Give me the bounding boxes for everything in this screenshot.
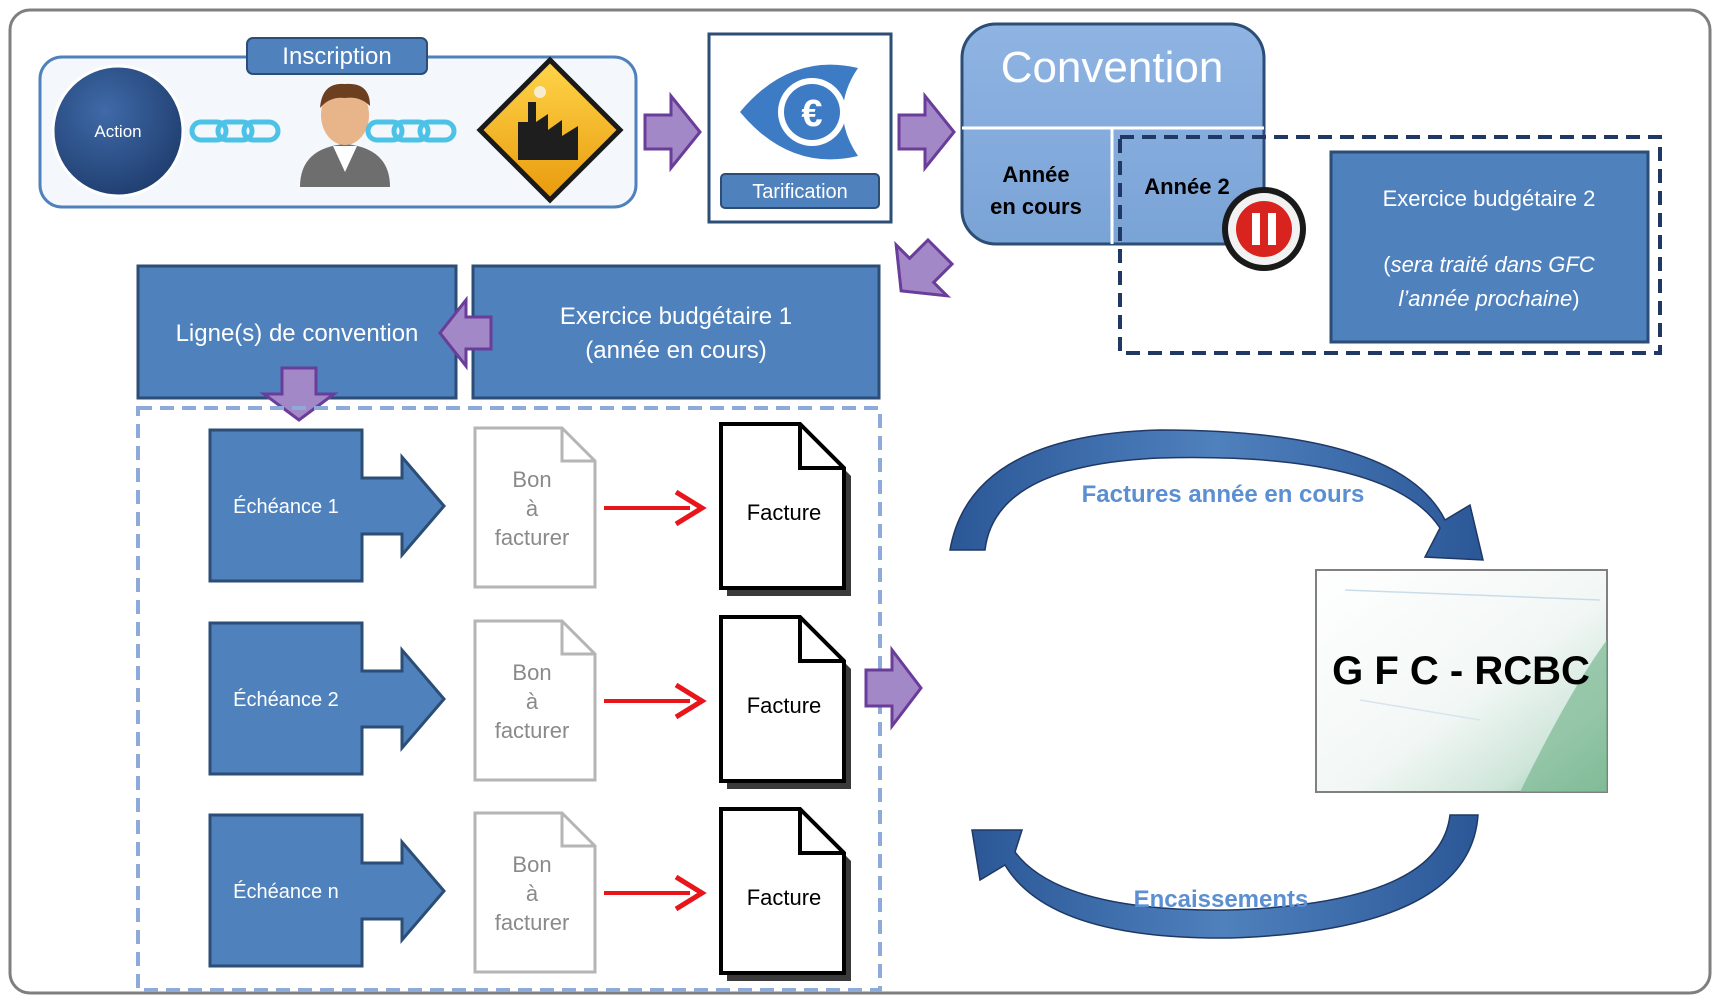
facture-document-icon xyxy=(719,615,846,783)
budget-year2-title: Exercice budgétaire 2 xyxy=(1383,186,1596,211)
flow-arrow-2 xyxy=(897,91,956,173)
bon-line3: facturer xyxy=(495,525,570,550)
echeances-dashed-group xyxy=(136,406,882,992)
budget-year2-note-line2: l’année prochaine) xyxy=(1398,286,1579,311)
bon-document-icon xyxy=(473,426,597,589)
current-year-line1: Année xyxy=(1002,162,1069,187)
inscription-label: Inscription xyxy=(282,43,391,70)
echeance-label: Échéance n xyxy=(233,880,339,903)
facture-label: Facture xyxy=(747,885,822,910)
flow-arrow-1 xyxy=(643,91,702,173)
facture-label: Facture xyxy=(747,500,822,525)
pause-icon xyxy=(1222,187,1306,271)
convention-lines-label: Ligne(s) de convention xyxy=(176,320,419,347)
year2-label: Année 2 xyxy=(1144,174,1230,199)
gfc-label: G F C - RCBC xyxy=(1332,649,1590,693)
echeance-box xyxy=(208,428,446,583)
echeance-row: Échéance 2 Bon à facturer Facture xyxy=(208,615,851,789)
current-year-line2: en cours xyxy=(990,194,1082,219)
bon-document-icon xyxy=(473,811,597,974)
gfc-box: G F C - RCBC xyxy=(1315,569,1608,793)
action-circle xyxy=(51,64,185,198)
facture-label: Facture xyxy=(747,693,822,718)
flow-arrow-4 xyxy=(438,295,493,371)
echeance-label: Échéance 1 xyxy=(233,495,339,518)
echeance-row: Échéance 1 Bon à facturer Facture xyxy=(208,422,851,596)
echeance-row: Échéance n Bon à facturer Facture xyxy=(208,807,851,981)
convention-title: Convention xyxy=(1001,43,1224,92)
inscription-group: Inscription Action xyxy=(38,37,638,209)
flow-arrow-6 xyxy=(864,645,923,731)
tarification-box: € Tarification xyxy=(707,32,893,224)
bon-line3: facturer xyxy=(495,718,570,743)
cycle-bottom-label: Encaissements xyxy=(1134,886,1309,913)
year2-dashed-group xyxy=(1118,135,1662,355)
person-icon xyxy=(300,83,390,187)
cycle-top-label: Factures année en cours xyxy=(1082,481,1365,508)
facture-document-icon xyxy=(719,807,846,975)
factory-sign-icon xyxy=(476,56,624,204)
convention-box: Convention Année en cours Année 2 xyxy=(960,22,1266,246)
facture-document-icon xyxy=(719,422,846,590)
budget-year1-line1: Exercice budgétaire 1 xyxy=(560,303,792,330)
tarification-label: Tarification xyxy=(752,181,848,203)
chain-link-left-icon xyxy=(189,119,281,143)
budget-year1-box: Exercice budgétaire 1 (année en cours) xyxy=(471,264,881,400)
budget-year2-note-line1: (sera traité dans GFC xyxy=(1383,252,1595,277)
echeance-label: Échéance 2 xyxy=(233,688,339,711)
bon-line1: Bon xyxy=(512,852,551,877)
bon-line1: Bon xyxy=(512,660,551,685)
bon-line1: Bon xyxy=(512,467,551,492)
flow-arrow-3 xyxy=(894,237,955,298)
inscription-tab xyxy=(246,37,428,75)
chain-link-right-icon xyxy=(365,119,457,143)
bon-document-icon xyxy=(473,619,597,782)
budget-year1-line2: (année en cours) xyxy=(585,337,766,364)
echeance-box xyxy=(208,621,446,776)
budget-year2-box: Exercice budgétaire 2 (sera traité dans … xyxy=(1329,150,1650,344)
cycle-top-arrow xyxy=(949,429,1484,561)
bon-line3: facturer xyxy=(495,910,570,935)
echeance-box xyxy=(208,813,446,968)
action-label: Action xyxy=(94,122,141,141)
bon-line2: à xyxy=(526,881,539,906)
euro-symbol: € xyxy=(801,93,822,135)
bon-line2: à xyxy=(526,496,539,521)
bon-line2: à xyxy=(526,689,539,714)
cycle-bottom-arrow xyxy=(971,814,1479,939)
